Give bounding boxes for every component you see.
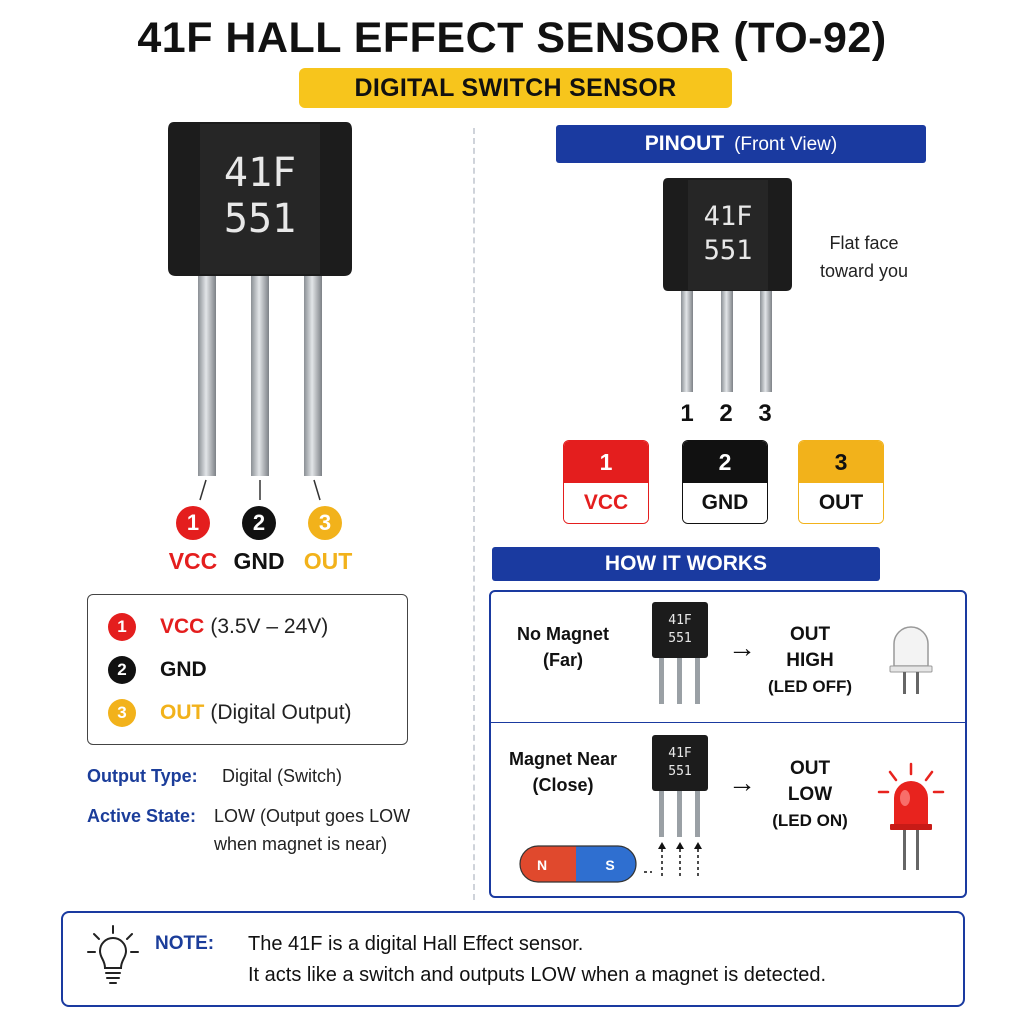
small-chip-2-line2: 551: [668, 764, 691, 779]
sensor-pinout-illustration: 41F 551: [663, 178, 792, 392]
magnetic-field-arrows-icon: [644, 842, 702, 876]
state-magnet-near-line1: Magnet Near: [508, 749, 618, 769]
output-type-value: Digital (Switch): [222, 766, 343, 786]
pin-leader-lines: [199, 479, 321, 501]
magnet-icon: N S: [519, 845, 637, 883]
small-chip-2-line1: 41F: [668, 746, 692, 761]
small-chip-1-line1: 41F: [668, 613, 692, 628]
pinout-header: PINOUT (Front View): [556, 125, 926, 163]
pin-leg-2: [251, 268, 269, 476]
state-magnet-near-line2: (Close): [532, 775, 594, 795]
pin-leg-3: [304, 268, 322, 476]
sensor-small-magnet-near: 41F 551: [652, 735, 708, 837]
state-no-magnet-line1: No Magnet: [517, 624, 609, 644]
spec-pin-3-name: OUT: [160, 701, 205, 724]
pin-2-badge: 2: [242, 506, 276, 540]
led-on-icon: [877, 762, 945, 870]
state-magnet-near-output: OUT LOW (LED ON): [756, 756, 864, 834]
active-state-value-line1: LOW (Output goes LOW: [214, 806, 411, 826]
arrow-right-icon-2: →: [728, 767, 756, 798]
pinout-header-sub: (Front View): [734, 134, 838, 155]
note-label: NOTE:: [155, 933, 215, 954]
output-type-label: Output Type:: [87, 766, 198, 786]
note-line-2: It acts like a switch and outputs LOW wh…: [248, 964, 827, 986]
active-state-label: Active State:: [87, 806, 197, 826]
note-line-1: The 41F is a digital Hall Effect sensor.: [248, 933, 584, 955]
pin-box-out: 3 OUT: [798, 440, 884, 524]
flat-face-note: Flat face toward you: [808, 229, 920, 285]
pin-box-vcc-number: 1: [564, 441, 648, 483]
pinout-header-title: PINOUT: [644, 132, 725, 155]
pinout-number-3: 3: [758, 400, 772, 427]
state-no-magnet-led-state: (LED OFF): [767, 677, 853, 696]
flat-face-note-line1: Flat face: [829, 233, 899, 253]
spec-pin-3-badge: 3: [108, 699, 136, 727]
spec-pin-2-name: GND: [160, 658, 207, 681]
led-off-icon: [889, 626, 933, 694]
pinout-chip-line2: 551: [704, 235, 753, 266]
magnet-south-label: S: [605, 857, 614, 873]
active-state-value-line2: when magnet is near): [214, 834, 388, 854]
pin-leg-1: [198, 268, 216, 476]
pin-spec-box: 1 VCC (3.5V – 24V) 2 GND 3 OUT (Digital …: [87, 594, 408, 745]
pin-box-gnd-name: GND: [683, 483, 767, 523]
spec-pin-1-detail: (3.5V – 24V): [210, 615, 329, 638]
spec-row-vcc: 1 VCC (3.5V – 24V): [108, 612, 328, 642]
lightbulb-icon: [87, 925, 139, 984]
pin-box-gnd-number: 2: [683, 441, 767, 483]
state-no-magnet-out-line1: OUT: [789, 624, 831, 645]
chip-marking-line2: 551: [224, 196, 296, 242]
column-divider: [473, 128, 475, 900]
small-chip-1-line2: 551: [668, 631, 691, 646]
pinout-number-1: 1: [680, 400, 694, 427]
spec-pin-1-badge: 1: [108, 613, 136, 641]
state-magnet-near-label: Magnet Near (Close): [496, 746, 630, 798]
arrow-right-icon: →: [728, 632, 756, 663]
sensor-large-illustration: 41F 551: [168, 122, 352, 476]
chip-marking-line1: 41F: [224, 150, 296, 196]
pin-box-out-number: 3: [799, 441, 883, 483]
state-magnet-near-out-line1: OUT: [789, 758, 831, 779]
pin-box-gnd: 2 GND: [682, 440, 768, 524]
pin-box-vcc: 1 VCC: [563, 440, 649, 524]
spec-pin-1-name: VCC: [160, 615, 205, 638]
how-it-works-header: HOW IT WORKS: [492, 547, 880, 581]
sensor-small-no-magnet: 41F 551: [652, 602, 708, 704]
state-no-magnet-output: OUT HIGH (LED OFF): [756, 622, 864, 700]
pinout-chip-line1: 41F: [704, 201, 753, 232]
state-magnet-near-out-line2: LOW: [787, 784, 833, 805]
how-it-works-separator: [491, 722, 965, 723]
pin-3-badge: 3: [308, 506, 342, 540]
how-it-works-box: [489, 590, 967, 898]
spec-pin-2-badge: 2: [108, 656, 136, 684]
spec-pin-3-detail: (Digital Output): [210, 701, 352, 724]
pin-1-name: VCC: [168, 548, 218, 574]
spec-row-gnd: 2 GND: [108, 655, 213, 685]
magnet-north-label: N: [537, 857, 547, 873]
state-no-magnet-line2: (Far): [543, 650, 583, 670]
pin-box-vcc-name: VCC: [564, 483, 648, 523]
pin-box-out-name: OUT: [799, 483, 883, 523]
pin-3-name: OUT: [303, 548, 353, 574]
state-magnet-near-led-state: (LED ON): [772, 811, 848, 830]
pin-1-badge: 1: [176, 506, 210, 540]
note-box: [61, 911, 965, 1007]
pinout-number-2: 2: [719, 400, 733, 427]
subtitle-badge: DIGITAL SWITCH SENSOR: [299, 68, 732, 108]
state-no-magnet-out-line2: HIGH: [786, 650, 834, 671]
flat-face-note-line2: toward you: [819, 261, 909, 281]
spec-row-out: 3 OUT (Digital Output): [108, 698, 352, 728]
state-no-magnet-label: No Magnet (Far): [500, 621, 626, 673]
page-title: 41F HALL EFFECT SENSOR (TO-92): [137, 14, 887, 62]
pin-2-name: GND: [233, 548, 285, 574]
